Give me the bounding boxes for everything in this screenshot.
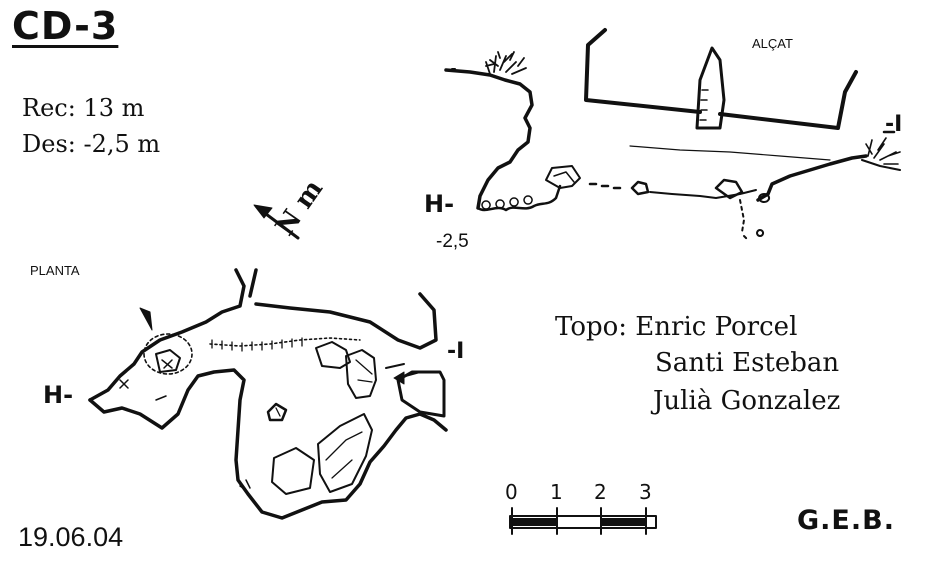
cave-title: CD-3 [12,4,119,48]
elevation-profile [444,28,901,241]
elevation-view-label: ALÇAT [752,36,793,51]
credit-topo: Topo: Enric Porcel [555,312,798,342]
plan-entrance-i-label: -I [447,339,465,364]
scale-bar [509,507,657,535]
scale-tick-label: 3 [639,480,652,504]
survey-length: Rec: 13 m [22,94,145,122]
elevation-entrance-h-label: H- [424,190,455,218]
club-logo: G.E.B. [797,505,895,536]
credit-name-2: Santi Esteban [655,348,840,378]
north-arrow [253,204,300,240]
survey-date: 19.06.04 [18,522,124,552]
survey-depth: Des: -2,5 m [22,130,161,158]
elevation-entrance-i-label: -I [885,112,903,137]
plan-view [88,268,448,520]
scale-tick-label: 0 [505,480,518,504]
scale-tick-label: 1 [550,480,563,504]
depth-label: -2,5 [436,231,469,252]
plan-view-label: PLANTA [30,263,80,278]
credit-name-3: Julià Gonzalez [653,386,841,416]
scale-tick-label: 2 [594,480,607,504]
plan-entrance-h-label: H- [43,381,74,409]
